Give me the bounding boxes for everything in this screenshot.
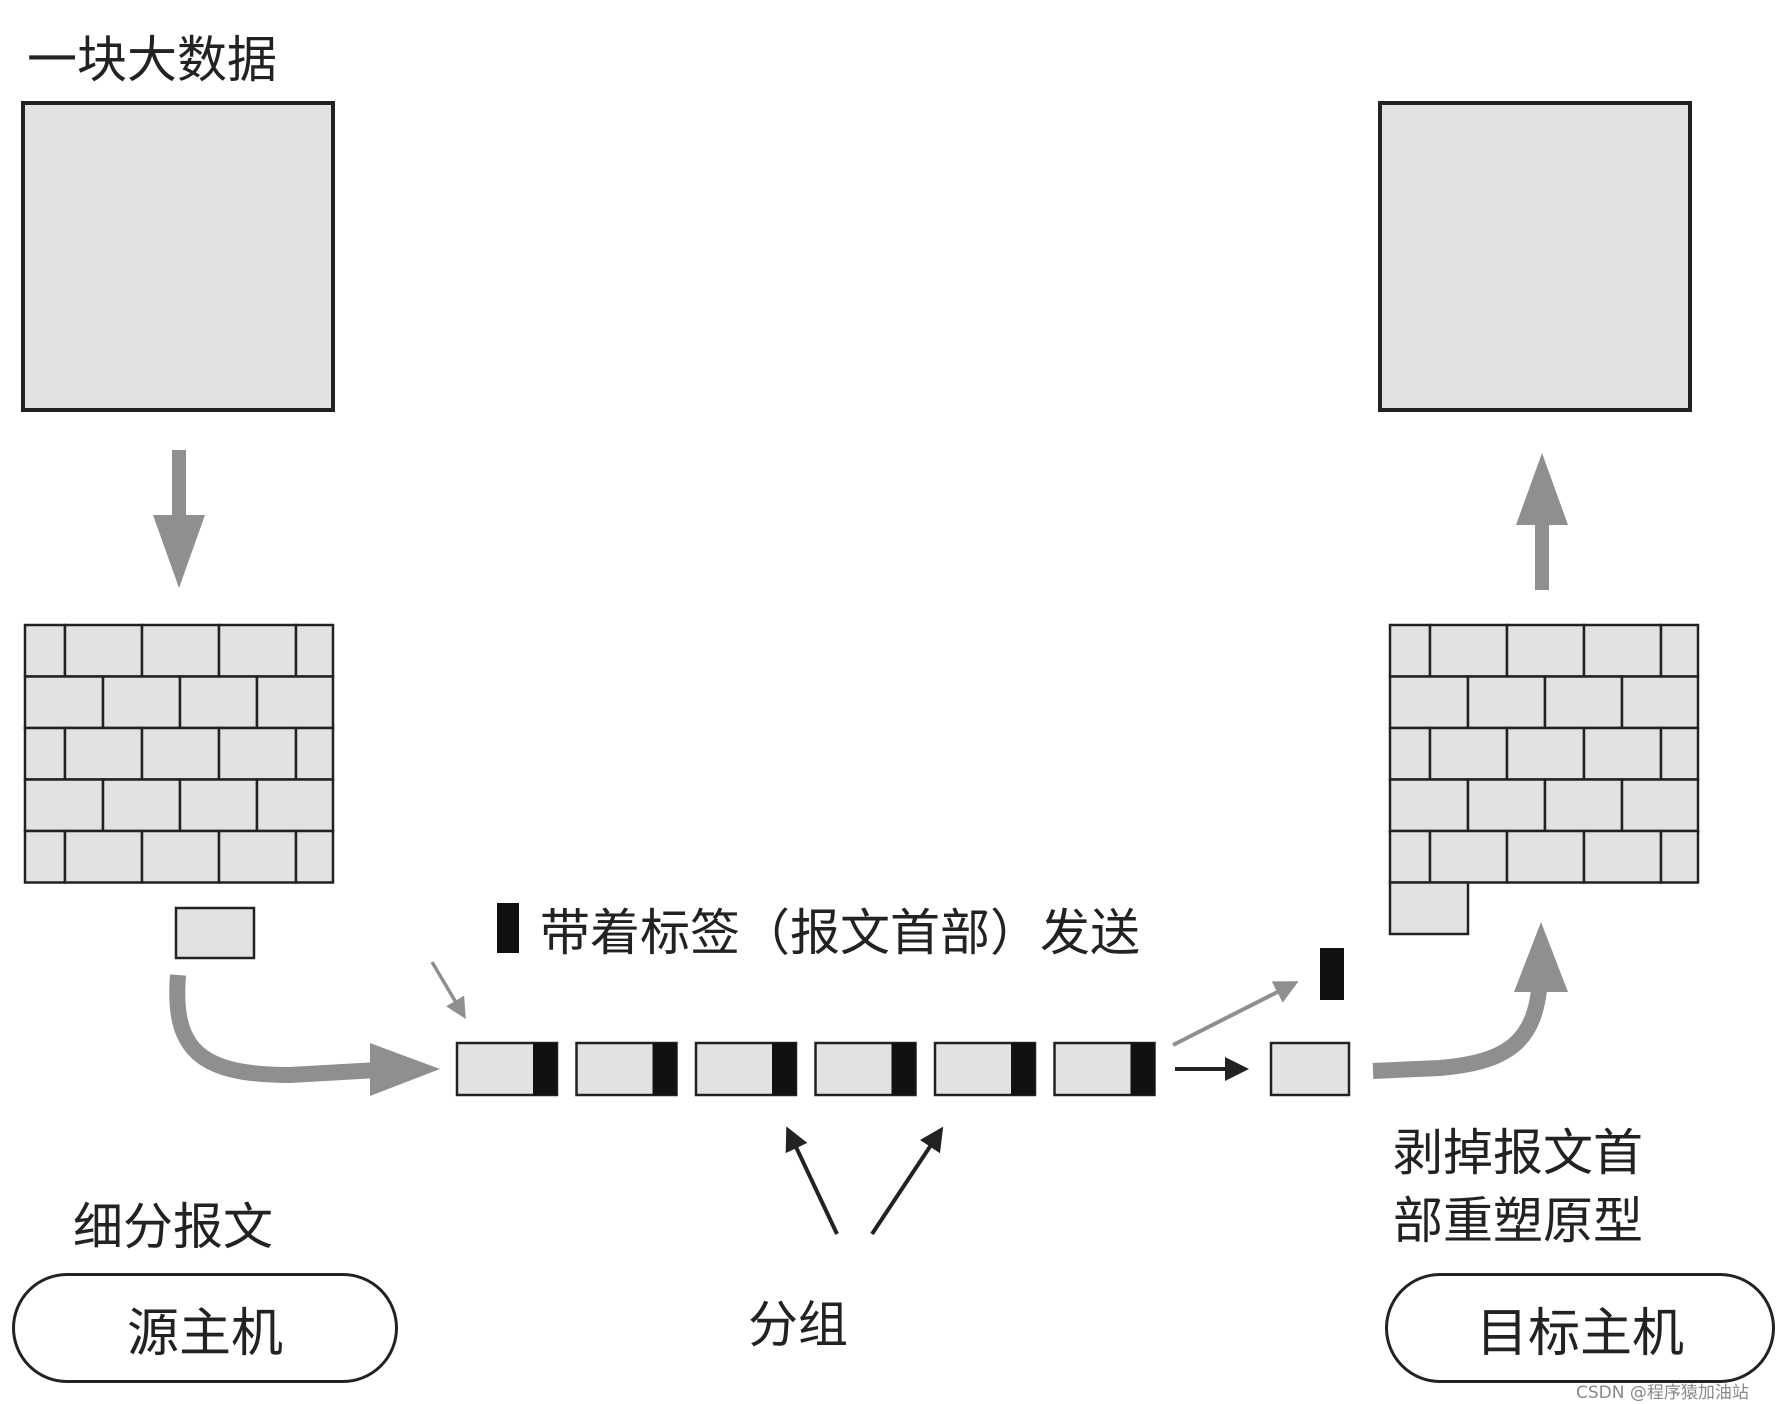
segment-brick — [140, 623, 221, 678]
segment-brick — [1543, 778, 1624, 833]
packet-header-tag — [1011, 1043, 1035, 1095]
split-down-arrow — [153, 450, 205, 588]
target-host-pill: 目标主机 — [1385, 1273, 1775, 1383]
reassemble-up-arrow — [1516, 453, 1568, 590]
segment-brick — [140, 829, 221, 884]
packet-header-tag — [1130, 1043, 1155, 1095]
segment-brick — [23, 623, 67, 678]
removed-header-tag — [1320, 948, 1344, 1000]
segment-brick — [1428, 726, 1509, 781]
segment-brick — [217, 726, 298, 781]
segment-brick — [140, 726, 221, 781]
segment-brick — [294, 623, 335, 678]
detached-segment — [174, 906, 256, 960]
segment-brick — [178, 675, 259, 730]
packet-pointer-arrow-right — [870, 1126, 944, 1236]
packet-header-tag — [533, 1043, 557, 1095]
segment-brick — [23, 726, 67, 781]
segment-brick — [101, 675, 182, 730]
packet-row — [455, 1041, 1156, 1097]
segment-brick — [1543, 675, 1624, 730]
source-data-block — [21, 101, 335, 412]
packet-header-tag — [891, 1043, 916, 1095]
segment-brick — [217, 829, 298, 884]
segment-brick — [178, 778, 259, 833]
header-pointer-arrow — [430, 961, 466, 1020]
segment-brick — [1466, 778, 1547, 833]
segment-brick — [23, 778, 105, 833]
segment-brick — [1388, 675, 1470, 730]
reassemble-label: 部重塑原型 — [1393, 1192, 1643, 1250]
packet-header-tag — [652, 1043, 677, 1095]
strip-header-label: 剥掉报文首 — [1393, 1124, 1643, 1182]
segment-brick — [255, 675, 335, 730]
segment-label: 细分报文 — [73, 1198, 273, 1256]
segment-brick — [217, 623, 298, 678]
segment-brick — [1388, 623, 1432, 678]
target-segment-grid — [1388, 623, 1700, 936]
target-host-label: 目标主机 — [1475, 1303, 1684, 1364]
segment-brick — [23, 675, 105, 730]
segment-brick — [1388, 778, 1470, 833]
segment-brick — [101, 778, 182, 833]
segment-brick — [255, 778, 335, 833]
packet-pointer-arrow-left — [785, 1126, 839, 1235]
segment-brick — [294, 829, 335, 884]
segment-brick — [1659, 623, 1700, 678]
segment-brick — [63, 829, 144, 884]
segment-brick — [1505, 829, 1586, 884]
segment-brick — [1620, 675, 1700, 730]
segment-brick — [1620, 778, 1700, 833]
segment-brick — [23, 829, 67, 884]
target-data-block — [1378, 101, 1692, 412]
segment-brick — [1582, 623, 1663, 678]
segment-brick — [1582, 726, 1663, 781]
segment-brick — [1428, 623, 1509, 678]
segment-brick — [1659, 726, 1700, 781]
source-host-label: 源主机 — [126, 1303, 283, 1364]
segment-brick — [1505, 623, 1586, 678]
source-segment-grid — [23, 623, 335, 884]
reassemble-flow-arrow — [1372, 922, 1568, 1079]
stripped-packet — [1269, 1041, 1351, 1097]
send-flow-arrow — [169, 974, 440, 1096]
segment-brick — [1388, 881, 1470, 936]
segment-brick — [63, 726, 144, 781]
segment-brick — [1388, 829, 1432, 884]
segment-brick — [1388, 726, 1432, 781]
watermark: CSDN @程序猿加油站 — [1576, 1383, 1749, 1403]
big-data-label: 一块大数据 — [27, 31, 277, 89]
segment-brick — [1505, 726, 1586, 781]
tag-send-label: 带着标签（报文首部）发送 — [540, 904, 1140, 962]
packets-label: 分组 — [748, 1296, 848, 1354]
source-host-pill: 源主机 — [12, 1273, 398, 1383]
header-tag-legend — [497, 903, 519, 953]
segment-brick — [1659, 829, 1700, 884]
segment-brick — [1466, 675, 1547, 730]
segment-brick — [294, 726, 335, 781]
segment-brick — [1428, 829, 1509, 884]
segment-brick — [1582, 829, 1663, 884]
segment-brick — [63, 623, 144, 678]
header-removed-arrow — [1172, 981, 1299, 1047]
packet-header-tag — [772, 1043, 796, 1095]
